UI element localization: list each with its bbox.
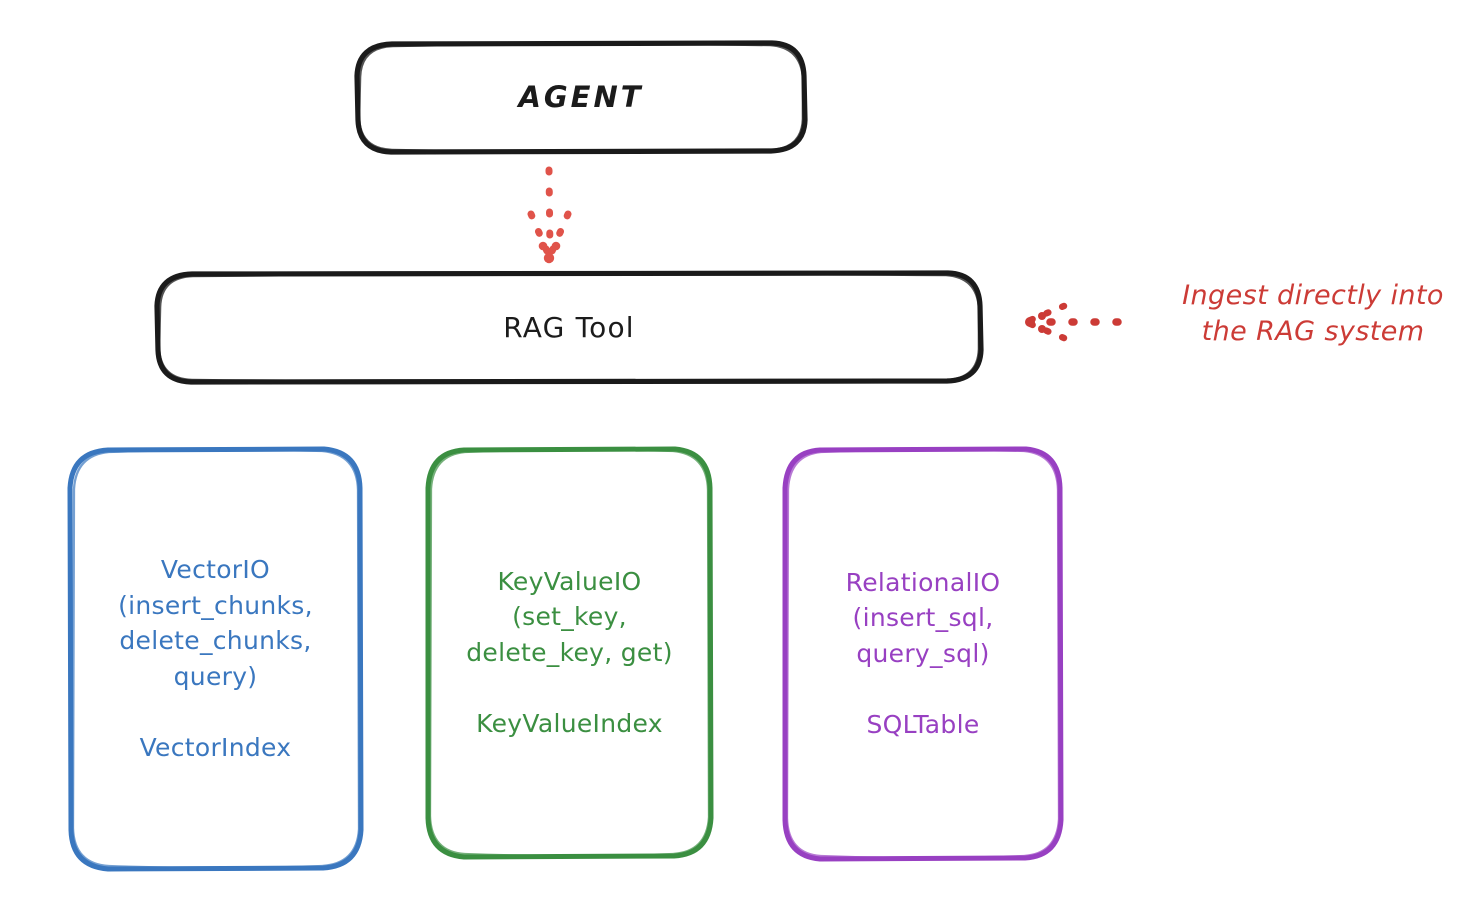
agent-to-rag-connector xyxy=(527,166,572,264)
rag-tool-node[interactable]: RAG Tool xyxy=(157,272,981,383)
ingest-annotation-arrow xyxy=(1024,302,1122,342)
rag-tool-node-label: RAG Tool xyxy=(503,310,635,344)
vector-io-node[interactable]: VectorIO (insert_chunks, delete_chunks, … xyxy=(70,448,361,869)
key-value-io-node-label: KeyValueIO (set_key, delete_key, get) Ke… xyxy=(466,566,673,738)
key-value-io-node[interactable]: KeyValueIO (set_key, delete_key, get) Ke… xyxy=(428,448,711,857)
ingest-annotation: Ingest directly into the RAG system xyxy=(1148,278,1478,351)
agent-node-label: AGENT xyxy=(518,79,644,114)
agent-node[interactable]: AGENT xyxy=(357,42,805,153)
relational-io-node[interactable]: RelationalIO (insert_sql, query_sql) SQL… xyxy=(785,448,1061,859)
ingest-annotation-text: Ingest directly into the RAG system xyxy=(1182,280,1444,348)
vector-io-node-label: VectorIO (insert_chunks, delete_chunks, … xyxy=(118,555,313,762)
relational-io-node-label: RelationalIO (insert_sql, query_sql) SQL… xyxy=(845,567,1001,739)
